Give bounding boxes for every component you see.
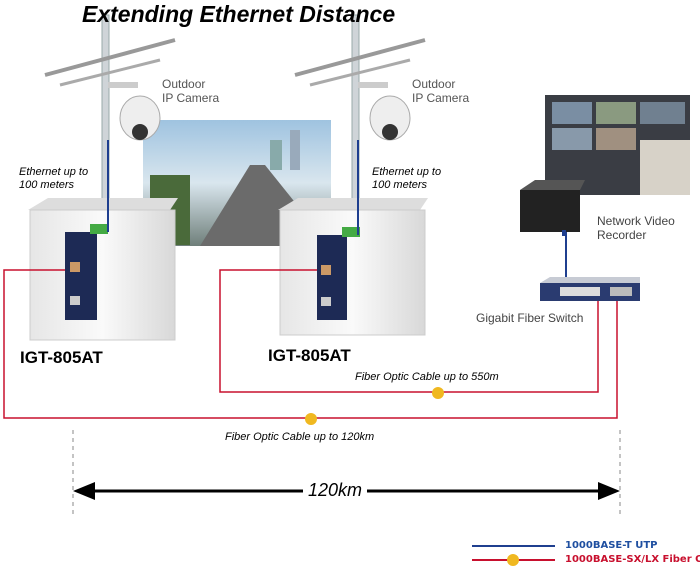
camera-1-label-line2: IP Camera: [162, 91, 220, 105]
fiber-cable-long: [3, 269, 618, 419]
arrowhead-right-icon: [598, 482, 620, 500]
cabinet-1: [28, 198, 178, 341]
pole-1: [44, 14, 176, 226]
ethernet-distance-1-line2: 100 meters: [19, 179, 75, 191]
monitor-wall-photo: [545, 95, 690, 195]
distance-label: 120km: [303, 480, 368, 501]
device-1-model: IGT-805AT: [20, 348, 103, 367]
legend-fiber-label: 1000BASE-SX/LX Fiber Optic: [565, 554, 700, 565]
camera-2-label-line1: Outdoor: [412, 77, 456, 91]
page-title: Extending Ethernet Distance: [82, 1, 396, 27]
ethernet-distance-2-line2: 100 meters: [372, 179, 428, 191]
cabinet-2: [278, 198, 428, 336]
legend-fiber-connector-icon: [507, 554, 519, 566]
fiber-long-label: Fiber Optic Cable up to 120km: [225, 431, 375, 443]
nvr-icon: [520, 180, 585, 236]
igt-805at-device-1: [65, 224, 108, 320]
legend-utp-label: 1000BASE-T UTP: [565, 540, 658, 551]
ip-camera-1-icon: [108, 82, 161, 141]
camera-2-label-line2: IP Camera: [412, 91, 470, 105]
arrowhead-left-icon: [73, 482, 95, 500]
ip-camera-2-icon: [358, 82, 411, 141]
device-2-model: IGT-805AT: [268, 346, 351, 365]
fiber-cable-short: [219, 269, 599, 393]
fiber-short-label: Fiber Optic Cable up to 550m: [355, 371, 499, 383]
switch-label: Gigabit Fiber Switch: [476, 311, 584, 325]
nvr-label-line1: Network Video: [597, 214, 675, 228]
gigabit-switch-icon: [540, 277, 640, 301]
igt-805at-device-2: [317, 227, 360, 320]
camera-1-label-line1: Outdoor: [162, 77, 206, 91]
fiber-connector-icon: [432, 387, 444, 399]
nvr-label-line2: Recorder: [597, 228, 647, 242]
fiber-connector-icon: [305, 413, 317, 425]
ethernet-distance-1-line1: Ethernet up to: [19, 166, 89, 178]
ethernet-distance-2-line1: Ethernet up to: [372, 166, 442, 178]
